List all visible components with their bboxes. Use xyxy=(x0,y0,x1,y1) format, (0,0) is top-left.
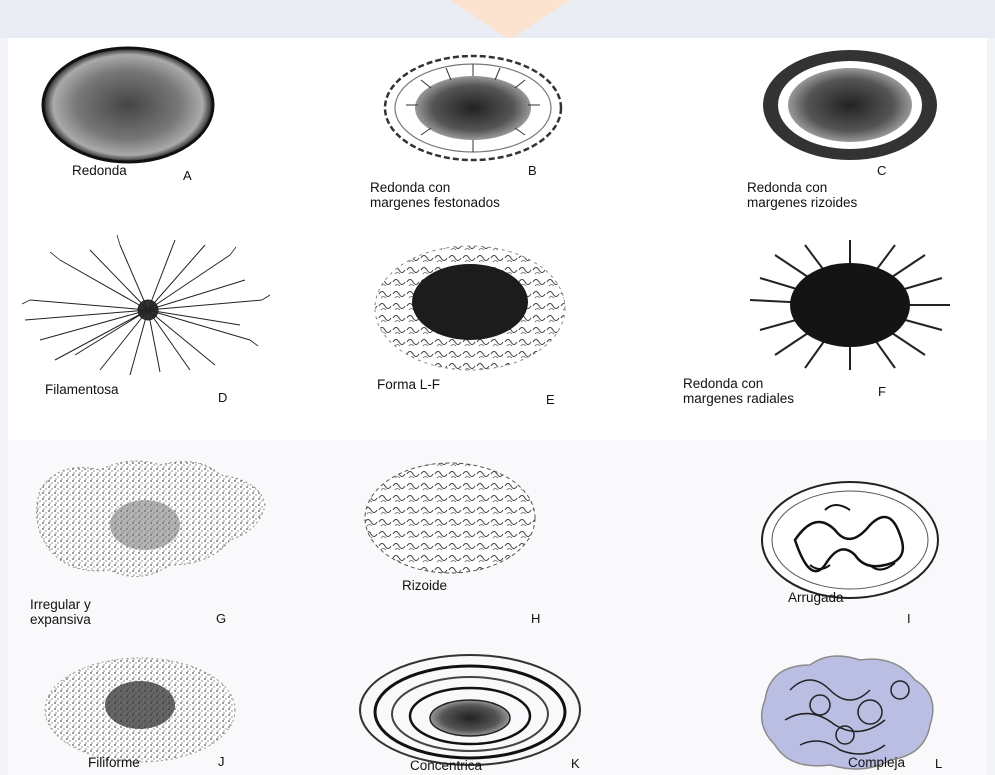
colony-d-filamentosa xyxy=(22,235,270,375)
letter-f: F xyxy=(878,384,886,399)
letter-c: C xyxy=(877,163,886,178)
colony-j-filiforme xyxy=(45,658,235,762)
caption-c: Redonda con margenes rizoides xyxy=(747,180,857,210)
colony-f-radiales xyxy=(750,240,950,370)
colony-c-rizoides xyxy=(763,50,937,160)
colony-i-arrugada xyxy=(762,482,938,598)
letter-a: A xyxy=(183,168,192,183)
caption-g: Irregular y expansiva xyxy=(30,597,91,627)
letter-e: E xyxy=(546,392,555,407)
colony-a-redonda xyxy=(43,48,213,162)
caption-l: Compleja xyxy=(848,755,905,770)
letter-i: I xyxy=(907,611,911,626)
caption-e: Forma L-F xyxy=(377,377,440,392)
colony-e-forma-lf xyxy=(375,246,565,370)
letter-k: K xyxy=(571,756,580,771)
caption-k: Concentrica xyxy=(410,758,482,773)
letter-l: L xyxy=(935,756,942,771)
caption-a: Redonda xyxy=(72,163,127,178)
colony-g-irregular xyxy=(37,461,265,576)
letter-h: H xyxy=(531,611,540,626)
caption-h: Rizoide xyxy=(402,578,447,593)
caption-b: Redonda con margenes festonados xyxy=(370,180,500,210)
caption-f: Redonda con margenes radiales xyxy=(683,376,794,406)
letter-d: D xyxy=(218,390,227,405)
colony-k-concentrica xyxy=(360,655,580,765)
caption-i: Arrugada xyxy=(788,590,844,605)
letter-j: J xyxy=(218,754,225,769)
caption-j: Filiforme xyxy=(88,755,140,770)
caption-d: Filamentosa xyxy=(45,382,119,397)
colony-b-festonada xyxy=(385,56,561,160)
colony-h-rizoide xyxy=(365,463,535,573)
letter-b: B xyxy=(528,163,537,178)
colony-l-compleja xyxy=(762,656,933,769)
letter-g: G xyxy=(216,611,226,626)
